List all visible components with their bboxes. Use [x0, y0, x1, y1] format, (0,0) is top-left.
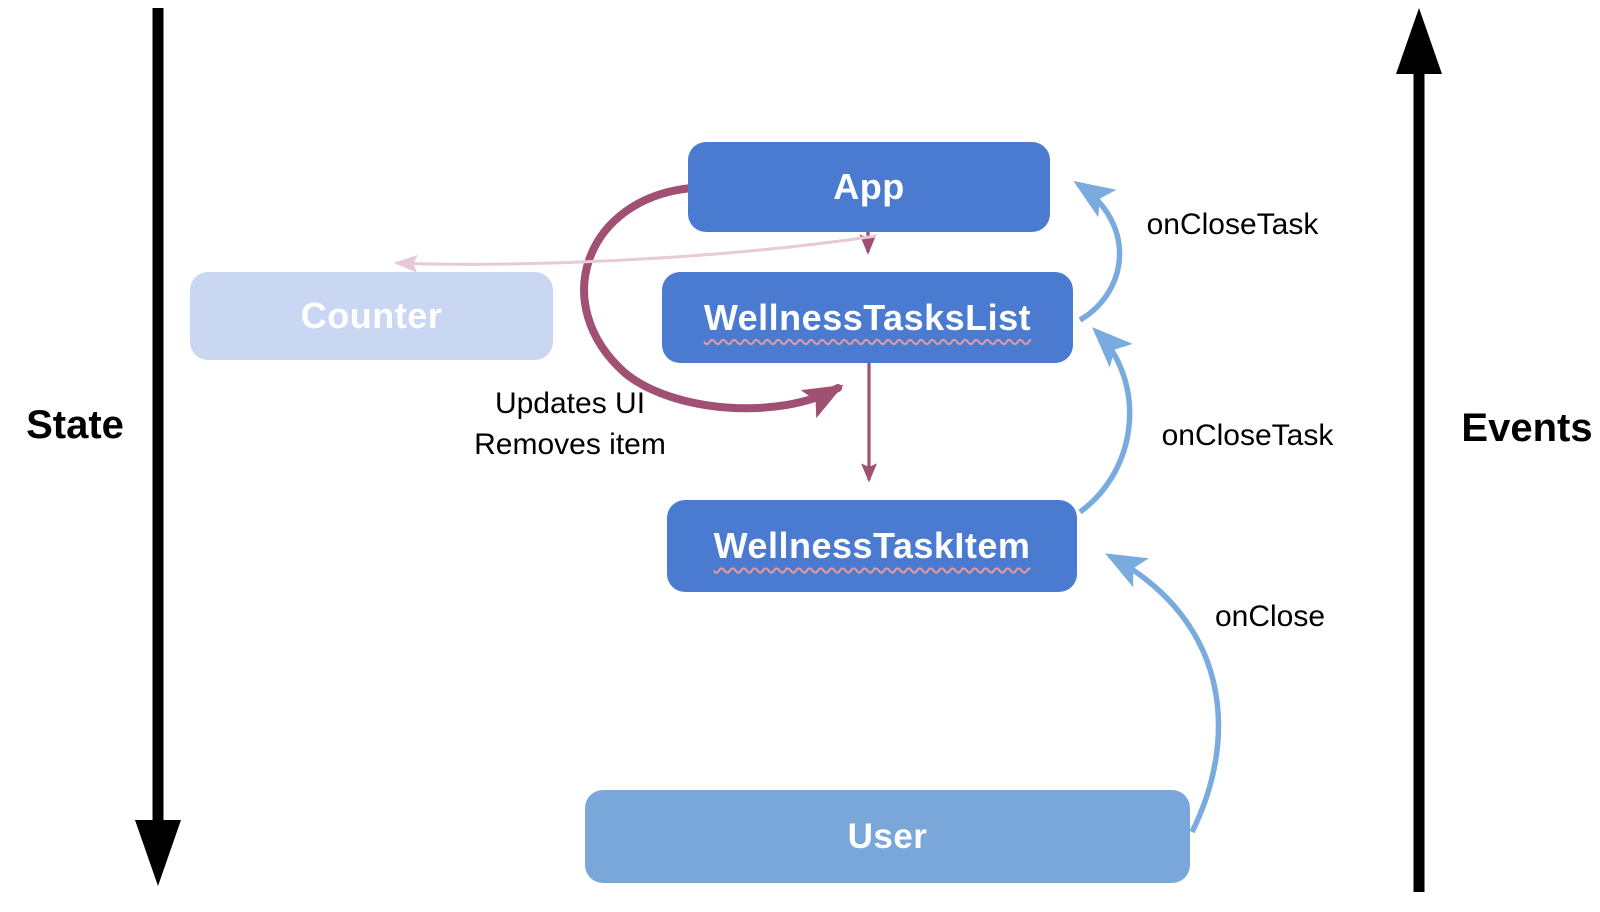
user-node-label: User [847, 816, 928, 856]
on-close-task-label-top: onCloseTask [1146, 208, 1319, 241]
app-node: App [688, 142, 1050, 232]
event-arrow-user-to-item [1105, 553, 1222, 834]
event-arrow-item-to-list [1078, 327, 1133, 515]
events-axis-arrow [1396, 8, 1442, 892]
wellness-task-item-node: WellnessTaskItem [667, 500, 1077, 592]
counter-ghost-arrow [393, 234, 877, 273]
updates-note-line1: Updates UI [494, 387, 646, 420]
events-axis-label: Events [1461, 406, 1593, 450]
on-close-task-label-mid: onCloseTask [1161, 419, 1334, 452]
counter-node-label: Counter [300, 295, 443, 336]
on-close-label: onClose [1214, 600, 1326, 633]
state-update-loop-arrow [580, 184, 844, 419]
wellness-task-item-label: WellnessTaskItem [713, 525, 1031, 566]
event-arrow-list-to-app [1073, 180, 1123, 323]
updates-note-line2: Removes item [474, 428, 666, 461]
wellness-tasks-list-node: WellnessTasksList [662, 272, 1073, 363]
app-node-label: App [833, 166, 905, 207]
user-node: User [585, 790, 1190, 883]
updates-note: Updates UI Removes item [420, 383, 720, 465]
counter-node: Counter [190, 272, 553, 360]
state-axis-label: State [26, 403, 124, 447]
state-axis-arrow [135, 8, 181, 886]
wellness-tasks-list-label: WellnessTasksList [703, 296, 1032, 338]
